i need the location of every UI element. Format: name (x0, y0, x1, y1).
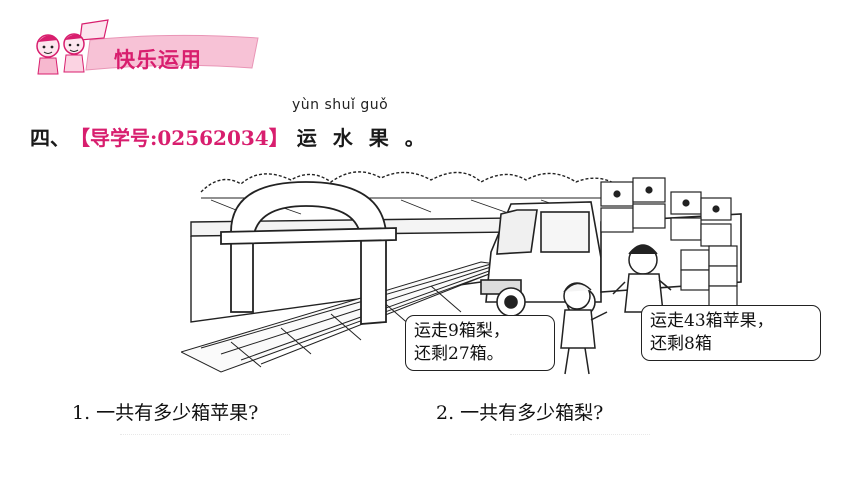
fruit-crates-icon (600, 177, 738, 307)
boy-left-icon (560, 282, 608, 375)
kids-illustration-icon (36, 19, 259, 75)
answer-line-1[interactable] (120, 434, 290, 435)
sub-question-2: 2. 一共有多少箱梨? (436, 402, 604, 424)
pinyin-annotation: yùn shuǐ guǒ (292, 97, 389, 113)
guide-reference-link[interactable]: 【导学号:02562034】 (70, 126, 289, 150)
boy-right-icon (612, 244, 672, 313)
section-title: 快乐运用 (114, 48, 202, 72)
speech-bubble-apples: 运走43箱苹果， 还剩8箱 (641, 305, 821, 361)
answer-line-2[interactable] (510, 434, 650, 435)
question-number: 四、 (30, 126, 70, 150)
bubble-pears-line2: 还剩27箱。 (414, 344, 504, 364)
bubble-apples-line2: 还剩8箱 (650, 334, 712, 354)
section-banner: 快乐运用 (30, 18, 270, 78)
bubble-apples-line1: 运走43箱苹果， (650, 311, 774, 331)
archway-gate-icon (220, 181, 397, 325)
question-title: 运水果。 (296, 126, 441, 150)
speech-bubble-pears: 运走9箱梨， 还剩27箱。 (405, 315, 555, 371)
sub-question-1: 1. 一共有多少箱苹果? (72, 402, 259, 424)
bubble-pears-line1: 运走9箱梨， (414, 321, 510, 341)
question-header: 四、 【导学号:02562034】 运水果。 (30, 122, 441, 152)
fruit-delivery-scene (181, 171, 742, 375)
